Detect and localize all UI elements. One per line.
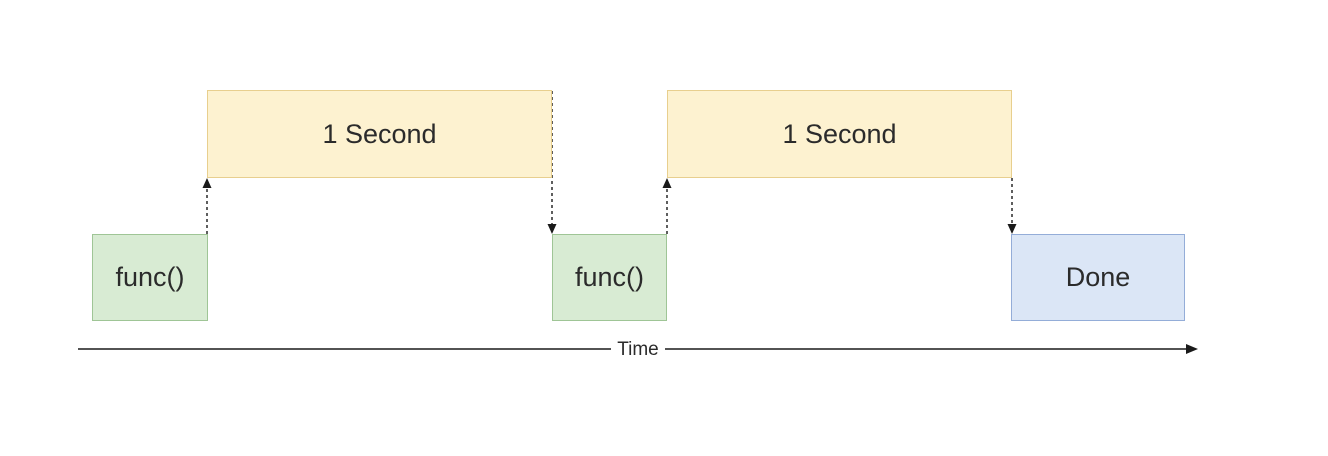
wait-block-1: 1 Second (207, 90, 552, 178)
arrowhead-down-icon (1007, 224, 1017, 234)
wait-block-label: 1 Second (322, 118, 437, 149)
done-block: Done (1011, 234, 1185, 321)
arrowhead-up-icon (202, 178, 212, 188)
done-label: Done (1065, 262, 1131, 292)
arrowhead-up-icon (662, 178, 672, 188)
wait-block-2: 1 Second (667, 90, 1012, 178)
func-call-block-2: func() (552, 234, 667, 321)
timeline-arrowhead (1186, 344, 1198, 354)
arrowhead-down-icon (547, 224, 557, 234)
func-call-block-1: func() (92, 234, 208, 321)
wait-block-label: 1 Second (782, 118, 897, 149)
timeline-label: Time (611, 339, 665, 361)
func-call-label: func() (115, 262, 185, 292)
func-call-label: func() (574, 262, 645, 292)
